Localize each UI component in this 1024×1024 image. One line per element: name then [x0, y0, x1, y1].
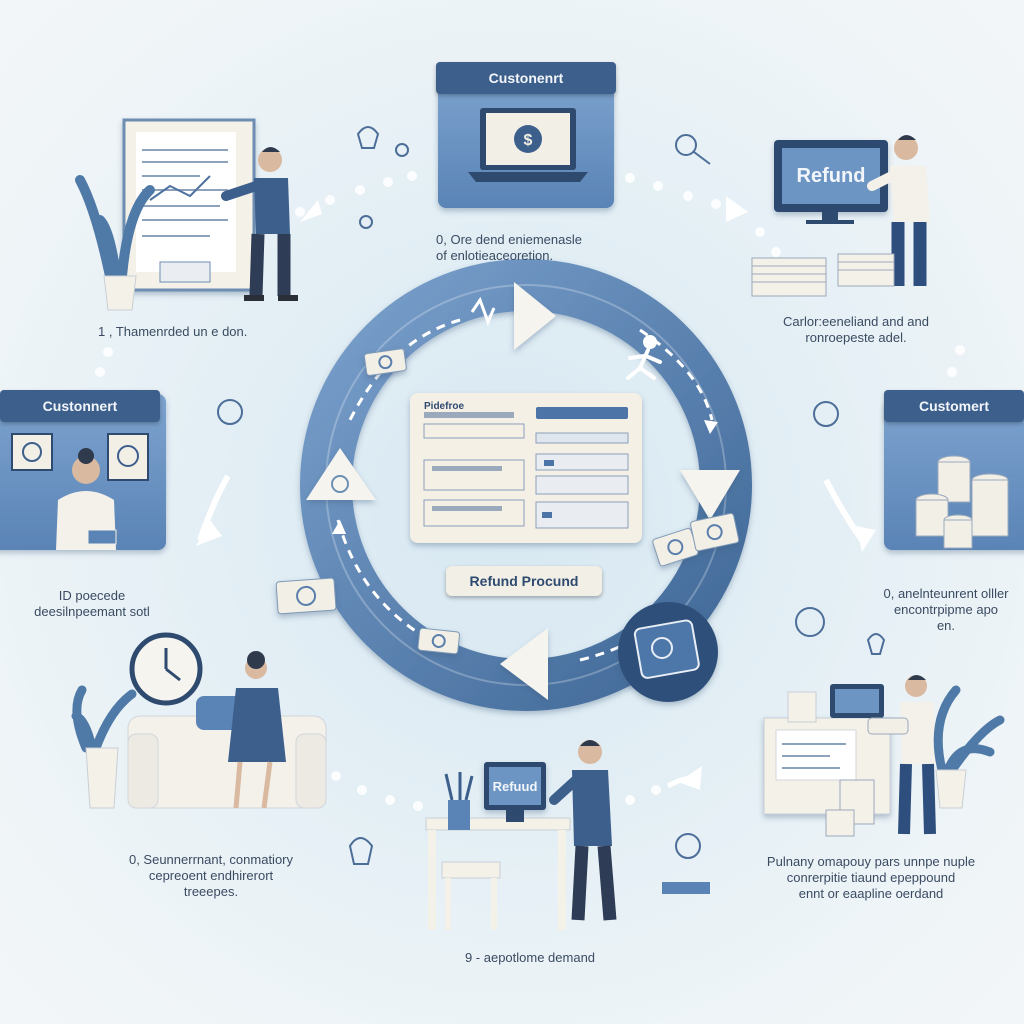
caption-line: ronroepeste adel. [746, 330, 966, 346]
svg-text:$: $ [524, 132, 533, 149]
right-customer-card-title: Customert [884, 390, 1024, 422]
top-customer-card-title: Custonenrt [436, 62, 616, 94]
refund-monitor-label: Refund [782, 148, 880, 204]
caption-top-left: 1 , Thamenrded un e don. [98, 324, 318, 340]
wallet-icon [618, 602, 718, 702]
caption-line: en. [868, 618, 1024, 634]
caption-line: conrerpitie tiaund epeppound [746, 870, 996, 886]
caption-bottom: 9 - aepotlome demand [430, 950, 630, 966]
caption-line: Carlor:eeneliand and and [746, 314, 966, 330]
caption-right: 0, anelnteunrent olller encontrpipme apo… [868, 586, 1024, 634]
caption-line: of enlotieaceoretion. [436, 248, 636, 264]
caption-line: encontrpipme apo [868, 602, 1024, 618]
caption-line: ID poecede [2, 588, 182, 604]
caption-line: 0, Seunnerrnant, conmatiory [96, 852, 326, 868]
clock-icon [132, 635, 200, 703]
top-left-scene [80, 120, 298, 310]
caption-bottom-left: 0, Seunnerrnant, conmatiory cepreoent en… [96, 852, 326, 900]
curved-arrow-right [826, 480, 862, 540]
caption-top-right: Carlor:eeneliand and and ronroepeste ade… [746, 314, 966, 346]
form-title: Pidefroe [424, 401, 464, 412]
arrow-right-icon [726, 196, 748, 222]
caption-line: 0, anelnteunrent olller [868, 586, 1024, 602]
caption-bottom-right: Pulnany omapouy pars unnpe nuple conrerp… [746, 854, 996, 902]
caption-line: deesilnpeemant sotl [2, 604, 182, 620]
caption-line: Pulnany omapouy pars unnpe nuple [746, 854, 996, 870]
refund-monitor-bottom-label: Refuud [489, 767, 541, 805]
bottom-right-scene [764, 675, 1000, 836]
caption-left: ID poecede deesilnpeemant sotl [2, 588, 182, 620]
refund-process-button[interactable]: Refund Procund [446, 566, 602, 596]
left-customer-card-title: Custonnert [0, 390, 160, 422]
caption-line: cepreoent endhirerort [96, 868, 326, 884]
caption-line: 0, Ore dend eniemenasle [436, 232, 636, 248]
caption-line: ennt or eaapline oerdand [746, 886, 996, 902]
caption-top-center: 0, Ore dend eniemenasle of enlotieaceore… [436, 232, 636, 264]
caption-line: treeepes. [96, 884, 326, 900]
